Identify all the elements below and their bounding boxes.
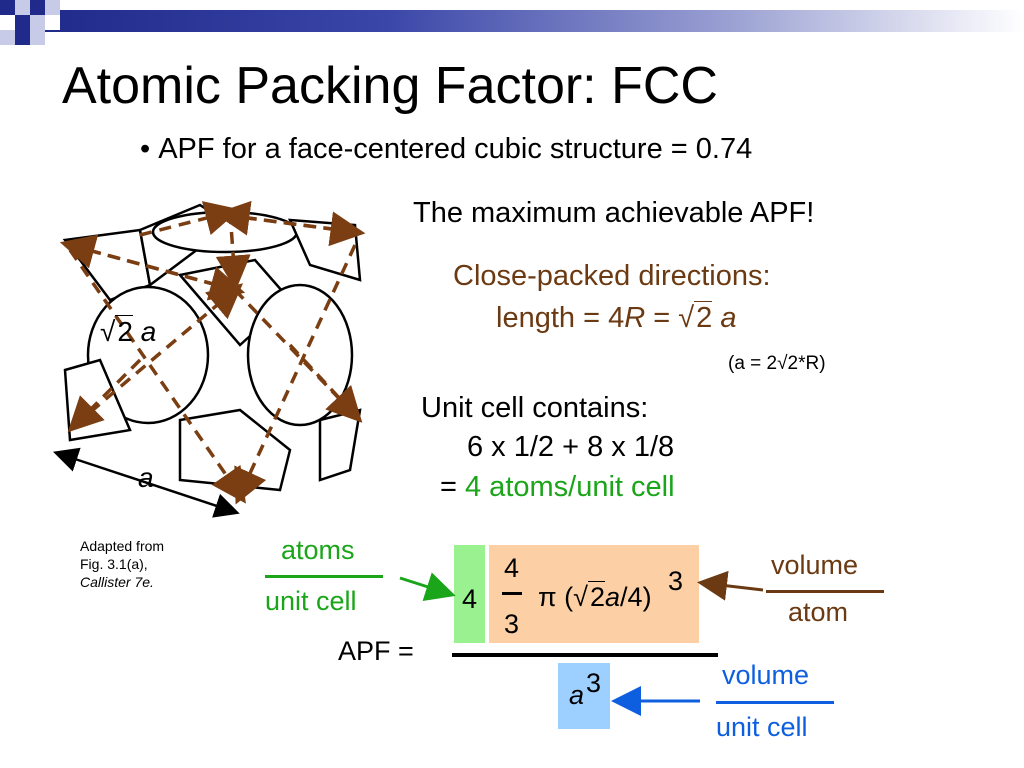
sqrt-expression: √2 — [573, 581, 606, 613]
volume-cell-fraction-bar — [716, 701, 834, 704]
unit-cell-label-blue: unit cell — [716, 712, 808, 742]
deco-square — [30, 15, 45, 30]
atoms-per-cell: 4 atoms/unit cell — [465, 471, 675, 503]
sqrt-icon: √ — [678, 302, 695, 334]
atoms-fraction-bar — [265, 575, 383, 578]
bullet-text: APF for a face-centered cubic structure … — [158, 133, 753, 165]
deco-square — [0, 30, 15, 45]
close-packed-heading: Close-packed directions: — [453, 260, 771, 292]
sqrt-expression: √2 — [100, 315, 133, 348]
atom-volume-expr: π (√2a/4) — [538, 581, 652, 613]
divide-four: /4) — [620, 582, 652, 612]
fraction-numerator: 4 — [504, 553, 520, 583]
unit-cell-result: = 4 atoms/unit cell — [440, 471, 675, 504]
bullet-dot: • — [140, 133, 159, 165]
deco-square — [15, 15, 30, 30]
bullet-apf: • APF for a face-centered cubic structur… — [140, 133, 752, 166]
paren-open: ( — [564, 582, 574, 612]
exponent-three-denominator: 3 — [586, 668, 602, 698]
atoms-label: atoms — [281, 535, 355, 565]
atoms-per-cell-box — [454, 545, 485, 643]
close-packed-arrows — [59, 200, 366, 505]
deco-square — [45, 0, 60, 15]
close-packed-length: length = 4R = √2 a — [496, 301, 737, 335]
fraction-bar — [502, 592, 522, 595]
sqrt-argument: 2 — [115, 315, 133, 347]
source-line: Adapted from — [80, 538, 165, 554]
sqrt-argument: 2 — [694, 301, 713, 334]
sqrt-icon: √ — [573, 582, 588, 612]
slide-title: Atomic Packing Factor: FCC — [62, 57, 718, 115]
deco-square — [15, 30, 30, 45]
volume-atom-fraction-bar — [766, 590, 884, 593]
apf-label: APF = — [338, 636, 414, 666]
sqrt-icon: √ — [100, 316, 116, 347]
length-prefix: length = 4 — [496, 302, 625, 334]
a-relation-note: (a = 2√2*R) — [728, 353, 826, 374]
exponent-three: 3 — [668, 566, 684, 596]
atom-volume-box — [489, 545, 699, 643]
lattice-param: a — [720, 302, 737, 334]
green-arrow — [399, 572, 456, 601]
apf-fraction-bar — [452, 653, 718, 657]
deco-square — [30, 0, 45, 15]
edge-length-arrow — [53, 447, 240, 518]
diagonal-label: √2 a — [100, 315, 157, 348]
deco-square — [15, 0, 30, 15]
source-citation: Adapted from Fig. 3.1(a), Callister 7e. — [80, 537, 200, 591]
fraction-denominator: 3 — [504, 609, 520, 639]
sqrt-argument: 2 — [587, 581, 606, 612]
cell-edge-symbol: a — [569, 680, 585, 710]
volume-label: volume — [771, 550, 859, 580]
lattice-param: a — [605, 582, 621, 612]
edge-label: a — [138, 462, 154, 493]
source-line: Fig. 3.1(a), — [80, 556, 148, 572]
header-gradient-bar — [40, 10, 1024, 32]
cell-volume-box — [558, 663, 610, 729]
deco-square — [45, 15, 60, 30]
sqrt-expression: √2 — [678, 301, 713, 335]
unit-cell-heading: Unit cell contains: — [421, 392, 649, 424]
equals-sign: = — [440, 471, 457, 503]
unit-cell-calc: 6 x 1/2 + 8 x 1/8 — [467, 431, 675, 463]
deco-square — [30, 30, 45, 45]
header-decoration — [0, 0, 1024, 60]
brown-arrow — [697, 570, 764, 601]
max-apf-text: The maximum achievable APF! — [413, 197, 815, 229]
radius-symbol: R — [624, 302, 646, 334]
source-line: Callister 7e. — [80, 574, 154, 590]
volume-label-blue: volume — [722, 660, 810, 690]
pi-symbol: π — [538, 582, 557, 612]
deco-square — [0, 0, 15, 15]
equals-sign: = — [645, 302, 679, 334]
atom-count: 4 — [462, 584, 478, 614]
atom-label: atom — [788, 597, 849, 627]
lattice-param: a — [140, 316, 157, 347]
unit-cell-label: unit cell — [265, 586, 357, 616]
